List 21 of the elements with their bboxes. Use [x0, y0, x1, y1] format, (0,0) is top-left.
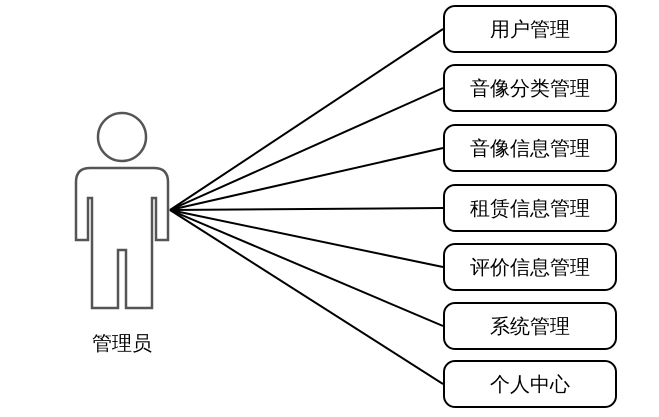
use-case-box: [443, 64, 617, 112]
use-case-box: [443, 360, 617, 408]
use-case-label: 音像分类管理: [470, 74, 590, 102]
association-line: [170, 209, 444, 268]
association-line: [169, 28, 444, 211]
association-line: [170, 87, 444, 211]
use-case-label: 系统管理: [490, 312, 570, 340]
use-case-box: [443, 5, 617, 53]
use-case-label: 音像信息管理: [470, 134, 590, 162]
use-case-box: [443, 124, 617, 172]
use-case-box: [443, 184, 617, 232]
actor-label: 管理员: [92, 330, 152, 357]
use-case-label: 评价信息管理: [470, 254, 590, 280]
use-case-box: [443, 243, 617, 291]
use-case-label: 个人中心: [490, 370, 570, 398]
association-line: [169, 209, 444, 385]
use-case-label: 用户管理: [490, 16, 570, 42]
association-line: [170, 209, 444, 327]
use-case-box: [443, 302, 617, 350]
association-line: [170, 147, 444, 211]
use-case-label: 租赁信息管理: [470, 194, 590, 222]
